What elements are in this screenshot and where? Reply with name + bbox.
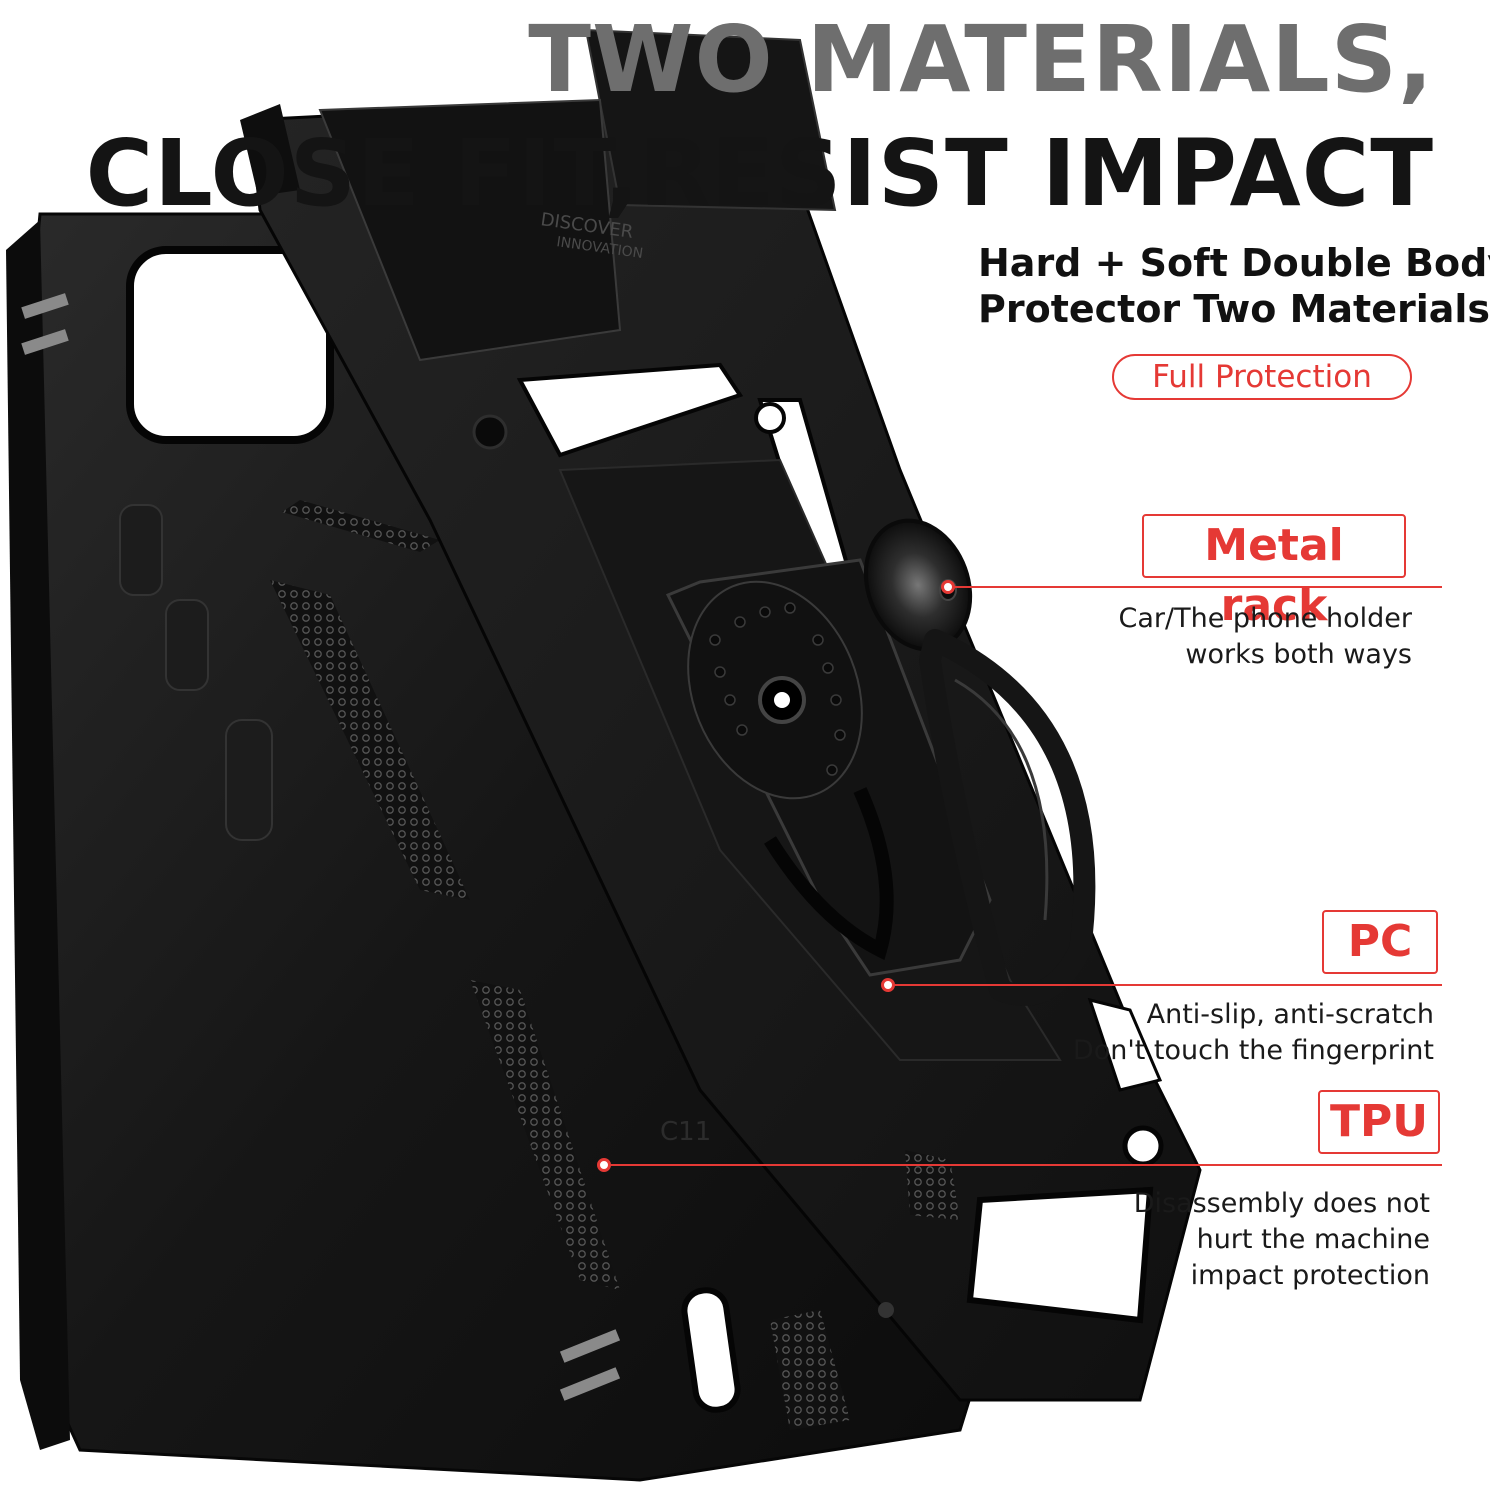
pc-desc-line-2: Don't touch the fingerprint [1072, 1035, 1434, 1066]
tpu-callout-line [604, 1164, 1442, 1166]
tpu-callout-dot [597, 1158, 611, 1172]
svg-text:C11: C11 [660, 1117, 711, 1147]
headline-line-2: CLOSE FIT,RESIST IMPACT [85, 120, 1434, 227]
pc-label: PC [1322, 910, 1438, 974]
subtitle-line-1: Hard + Soft Double Body [978, 241, 1490, 285]
metal-rack-label: Metal rack [1142, 514, 1406, 631]
metal-ring-holder [863, 518, 1096, 1006]
pc-callout-line [888, 984, 1442, 986]
metal-rack-callout-line [948, 586, 1442, 588]
tpu-description: Disassembly does not hurt the machine im… [1134, 1186, 1430, 1294]
tpu-label: TPU [1318, 1090, 1440, 1154]
pc-callout-dot [881, 978, 895, 992]
headline-line-1: TWO MATERIALS, [528, 6, 1434, 113]
metal-rack-callout-dot [941, 580, 955, 594]
tpu-desc-line-1: Disassembly does not [1133, 1188, 1430, 1219]
case-front-shell: DISCOVER INNOVATION [240, 28, 1202, 1402]
metal-rack-desc-line-1: Car/The phone holder [1118, 603, 1412, 634]
tpu-desc-line-2: hurt the machine [1196, 1224, 1430, 1255]
metal-rack-description: Car/The phone holder works both ways [1119, 601, 1412, 673]
case-back-shell: C11 [6, 212, 1002, 1482]
tpu-desc-line-3: impact protection [1190, 1260, 1430, 1291]
pc-desc-line-1: Anti-slip, anti-scratch [1146, 999, 1434, 1030]
subtitle-line-2: Protector Two Materials [978, 287, 1490, 331]
pc-description: Anti-slip, anti-scratch Don't touch the … [1073, 997, 1434, 1069]
full-protection-badge: Full Protection [1112, 354, 1412, 400]
subtitle: Hard + Soft Double Body Protector Two Ma… [978, 240, 1490, 332]
metal-rack-desc-line-2: works both ways [1185, 639, 1412, 670]
